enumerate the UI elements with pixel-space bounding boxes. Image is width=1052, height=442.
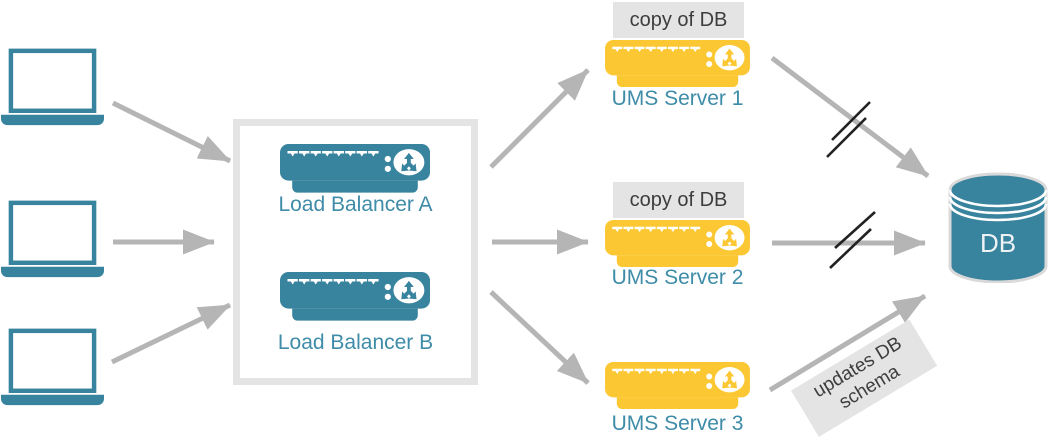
ums-server-2-label: UMS Server 2 xyxy=(611,266,744,289)
copy-of-db-badge-ums1: copy of DB xyxy=(613,2,744,38)
ums-server-1-icon xyxy=(605,40,750,87)
ums-server-3-icon xyxy=(605,362,750,409)
broken-link-marks-ums1-db xyxy=(826,101,871,158)
load-balancer-b-server-icon xyxy=(280,272,430,321)
database-label: DB xyxy=(979,228,1017,258)
arrow-ums3-to-db xyxy=(768,293,927,393)
load-balancer-a-label: Load Balancer A xyxy=(278,193,433,216)
ums-server-3-label: UMS Server 3 xyxy=(611,412,744,435)
database-cylinder-icon xyxy=(946,171,1050,283)
client1-laptop-icon xyxy=(1,48,104,126)
client3-laptop-icon xyxy=(1,328,104,406)
ums-server-1-label: UMS Server 1 xyxy=(611,87,744,110)
broken-link-marks-ums2-db xyxy=(829,211,876,269)
arrow-client1-to-loadbalancer xyxy=(111,100,232,164)
arrow-ums1-to-db xyxy=(770,56,930,178)
arrow-client3-to-loadbalancer xyxy=(110,302,232,365)
arrow-loadbalancer-to-ums3 xyxy=(489,290,590,385)
ums-server-2-icon xyxy=(605,220,750,267)
client2-laptop-icon xyxy=(1,200,104,278)
copy-of-db-badge-ums2: copy of DB xyxy=(613,182,744,218)
load-balancer-a-server-icon xyxy=(280,144,430,193)
load-balancer-b-label: Load Balancer B xyxy=(277,331,434,354)
load-balancer-group-box xyxy=(233,119,478,385)
arrow-loadbalancer-to-ums1 xyxy=(489,68,590,169)
